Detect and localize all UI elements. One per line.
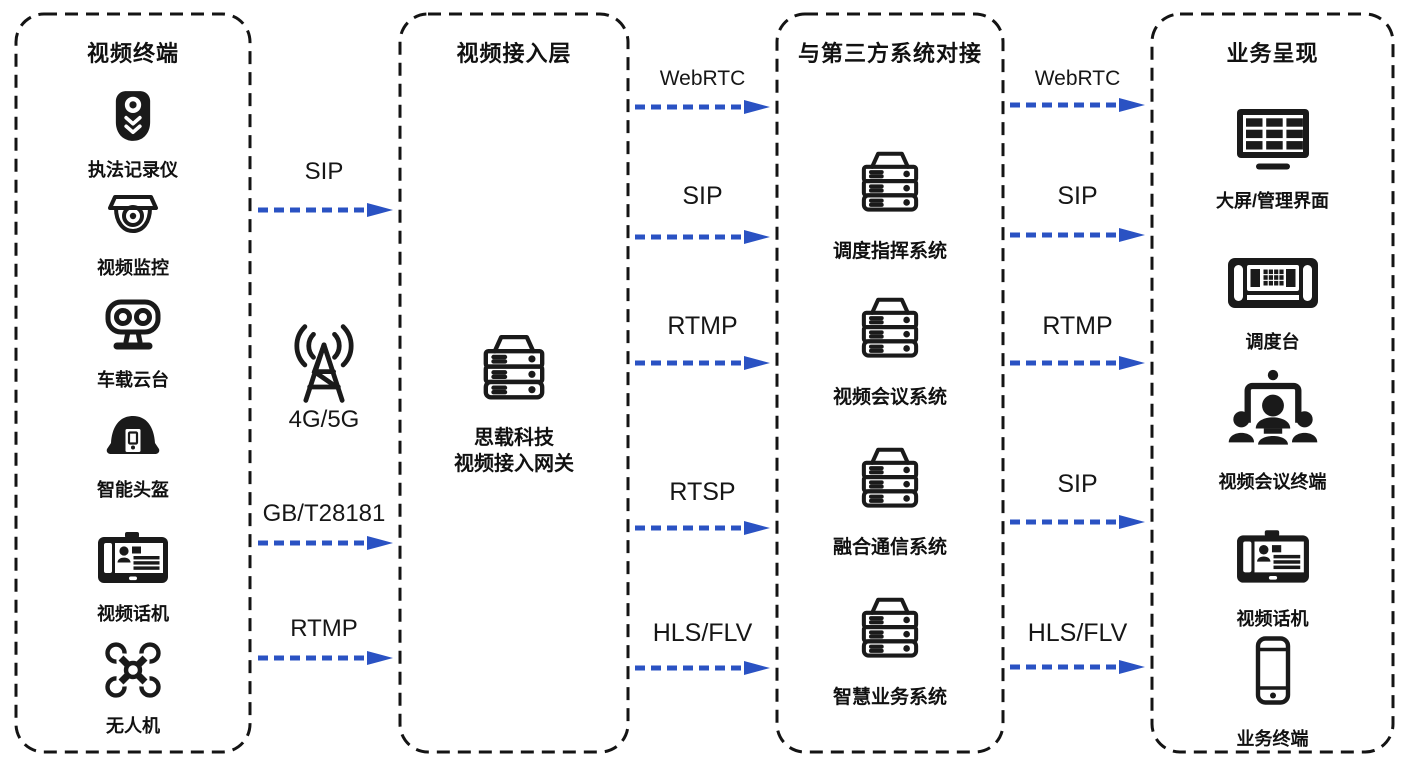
dashed-arrow [1007,659,1147,675]
protocol-label-rtmp: RTMP [1042,312,1113,340]
column-business-presentation: 业务呈现 大屏/管理界面 调度台 视频会议终端 视频话机 业务终端 [1150,12,1395,754]
big-screen-icon [1235,108,1311,175]
server-icon [852,596,928,675]
smart-helmet-icon [104,414,162,469]
column-video-access-layer: 视频接入层 思载科技视频接入网关 [398,12,630,754]
node-video-conference-terminal: 视频会议终端 [1150,367,1395,494]
node-dome-camera: 视频监控 [14,192,252,280]
protocol-label-sip: SIP [304,158,344,185]
dashed-arrow [632,229,772,245]
dashed-arrow [255,650,395,666]
protocol-label-rtmp: RTMP [667,312,738,340]
node-label: 车载云台 [97,370,169,390]
node-label: 视频会议系统 [832,387,947,408]
dashed-arrow [1007,227,1147,243]
node-label: 无人机 [106,716,160,736]
dashed-arrow [632,99,772,115]
ptz-camera-icon [102,298,164,359]
node-dispatch-console: 调度台 [1150,255,1395,354]
dome-camera-icon [104,192,162,247]
network-label-4g5g: 4G/5G [288,406,360,433]
video-phone-icon [1236,530,1310,593]
protocol-label-webrtc: WebRTC [1034,67,1121,90]
gateway-server-icon [473,333,555,418]
smartphone-icon [1250,636,1296,713]
body-camera-icon [109,88,157,149]
node-dispatch-command-system: 调度指挥系统 [775,150,1005,263]
protocol-label-webrtc: WebRTC [659,67,746,90]
dashed-arrow [1007,97,1147,113]
protocol-label-gbt28181: GB/T28181 [262,500,386,527]
protocol-label-sip: SIP [1057,470,1098,498]
node-label: 视频会议终端 [1218,472,1327,492]
column-title: 业务呈现 [1226,41,1319,66]
column-third-party-systems: 与第三方系统对接 调度指挥系统 视频会议系统 融合通信系统 智慧业务系统 [775,12,1005,754]
node-drone: 无人机 [14,640,252,738]
node-smart-helmet: 智能头盔 [14,414,252,502]
node-label: 融合通信系统 [832,537,947,558]
dashed-arrow [632,520,772,536]
node-label: 智慧业务系统 [832,687,947,708]
video-phone-icon [97,532,169,593]
dashed-arrow [255,202,395,218]
dispatch-console-icon [1227,255,1319,316]
protocol-label-sip: SIP [682,182,723,210]
protocol-label-sip: SIP [1057,182,1098,210]
node-ptz-camera: 车载云台 [14,298,252,392]
node-label: 视频话机 [1236,609,1309,629]
video-conference-icon [1227,367,1319,456]
node-label: 调度台 [1245,332,1300,352]
protocol-label-hlsflv: HLS/FLV [652,619,753,647]
node-big-screen: 大屏/管理界面 [1150,108,1395,213]
node-smart-business-system: 智慧业务系统 [775,596,1005,709]
node-label: 思载科技视频接入网关 [454,427,574,475]
protocol-label-hlsflv: HLS/FLV [1027,619,1128,647]
protocol-label-rtsp: RTSP [669,478,736,506]
node-label: 业务终端 [1236,729,1309,749]
node-video-phone: 视频话机 [1150,530,1395,631]
server-icon [852,446,928,525]
node-unified-communication-system: 融合通信系统 [775,446,1005,559]
node-label: 视频话机 [97,604,169,624]
column-video-terminals: 视频终端 执法记录仪 视频监控 车载云台 智能头盔 视频话机 无人机 [14,12,252,754]
dashed-border [398,12,630,754]
dashed-arrow [255,535,395,551]
node-access-gateway: 思载科技视频接入网关 [398,333,630,477]
node-label: 智能头盔 [97,480,169,500]
server-icon [852,150,928,229]
dashed-arrow [632,355,772,371]
drone-icon [103,640,163,705]
column-title: 与第三方系统对接 [797,41,982,66]
node-label: 大屏/管理界面 [1215,191,1329,211]
node-label: 视频监控 [97,258,169,278]
dashed-border [14,12,252,754]
dashed-arrow [632,660,772,676]
node-body-camera: 执法记录仪 [14,88,252,182]
dashed-arrow [1007,355,1147,371]
dashed-border [775,12,1005,754]
column-title: 视频接入层 [456,41,572,66]
node-label: 调度指挥系统 [832,241,947,262]
dashed-arrow [1007,514,1147,530]
node-video-phone: 视频话机 [14,532,252,626]
column-title: 视频终端 [86,41,179,66]
server-icon [852,296,928,375]
cell-tower-icon [276,320,372,413]
dashed-border [1150,12,1395,754]
protocol-label-rtmp: RTMP [290,615,358,642]
node-video-conference-system: 视频会议系统 [775,296,1005,409]
node-label: 执法记录仪 [88,160,178,180]
node-business-terminal: 业务终端 [1150,636,1395,751]
